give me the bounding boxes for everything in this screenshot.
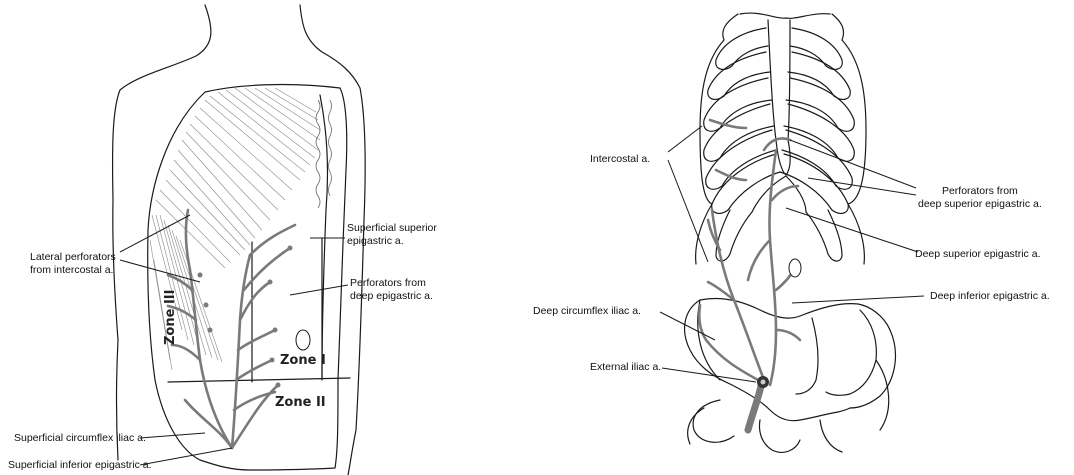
label-external-iliac: External iliac a. [590,361,661,374]
label-perforators-deep-superior-epigastric: Perforators from deep superior epigastri… [918,185,1042,211]
label-perforators-deep-epigastric: Perforators from deep epigastric a. [350,277,433,303]
flap-outline [148,85,347,470]
label-superficial-inferior-epigastric: Superficial inferior epigastric a. [8,459,152,472]
zone-2-label: Zone II [275,395,326,410]
deep-vessels [699,120,800,385]
zone-1-label: Zone I [280,353,326,368]
label-deep-circumflex-iliac: Deep circumflex iliac a. [533,305,641,318]
label-superficial-circumflex-iliac: Superficial circumflex iliac a. [14,432,146,445]
zone-line-horizontal [168,378,350,382]
pelvis [685,298,896,452]
label-deep-superior-epigastric: Deep superior epigastric a. [915,248,1040,261]
umbilicus [296,330,310,350]
zone-3-label: Zone III [163,290,178,345]
label-deep-inferior-epigastric: Deep inferior epigastric a. [930,290,1050,303]
torso-outline [113,5,211,460]
label-lateral-perforators: Lateral perforators from intercostal a. [30,251,116,277]
label-intercostal: Intercostal a. [590,153,650,166]
label-superficial-superior-epigastric: Superficial superior epigastric a. [347,222,437,248]
